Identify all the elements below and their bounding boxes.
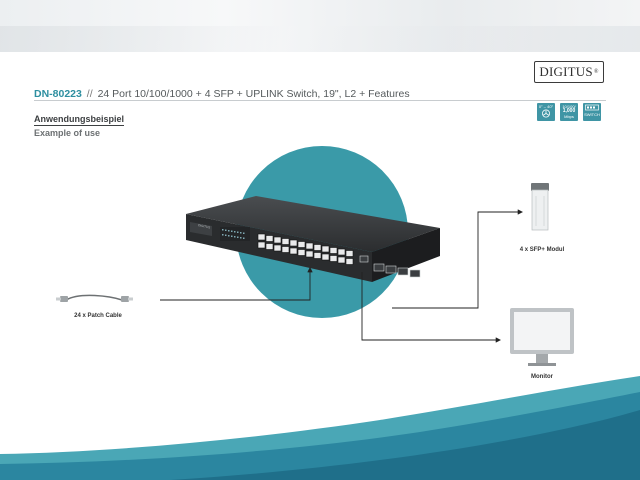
sfp-module-illustration — [531, 183, 549, 231]
monitor-label: Monitor — [531, 374, 554, 380]
switch-icon — [585, 104, 599, 111]
rj45-ports — [257, 233, 354, 265]
speed-badge-line1: 10/100/ — [562, 104, 576, 109]
temperature-badge-text: 0° – 40° — [538, 104, 554, 109]
speed-badge: 10/100/ 1,000 Mbps — [560, 103, 578, 121]
brand-logo: DIGITUS® — [534, 61, 604, 83]
footer-wave — [0, 376, 640, 480]
sfp-module-label: 4 x SFP+ Modul — [520, 247, 565, 253]
section-subheading: Example of use — [34, 128, 101, 138]
network-switch — [186, 196, 440, 282]
led-panel — [220, 227, 250, 241]
product-code: DN-80223 — [34, 88, 82, 100]
patch-cable-illustration — [56, 294, 133, 302]
connection-lines — [160, 209, 524, 343]
monitor-illustration — [510, 308, 574, 366]
brand-logo-text: DIGITUS — [539, 64, 593, 79]
title-divider — [34, 100, 606, 101]
section-heading: Anwendungsbeispiel — [34, 114, 125, 126]
device-brand-label: DIGITUS — [198, 223, 211, 229]
product-title: DN-80223 // 24 Port 10/100/1000 + 4 SFP … — [34, 88, 494, 100]
switch-badge: SWITCH — [583, 103, 601, 121]
registered-mark: ® — [593, 69, 599, 75]
speed-badge-line2: 1,000 — [562, 108, 576, 114]
header-band — [0, 26, 640, 52]
fan-icon — [542, 109, 550, 118]
patch-cable-label: 24 x Patch Cable — [74, 313, 122, 319]
speed-badge-line3: Mbps — [564, 114, 574, 119]
temperature-badge: 0° – 40° — [537, 103, 555, 121]
product-description: 24 Port 10/100/1000 + 4 SFP + UPLINK Swi… — [97, 88, 410, 100]
title-separator: // — [86, 88, 93, 100]
sfp-ports — [359, 255, 421, 278]
switch-badge-text: SWITCH — [584, 112, 600, 117]
